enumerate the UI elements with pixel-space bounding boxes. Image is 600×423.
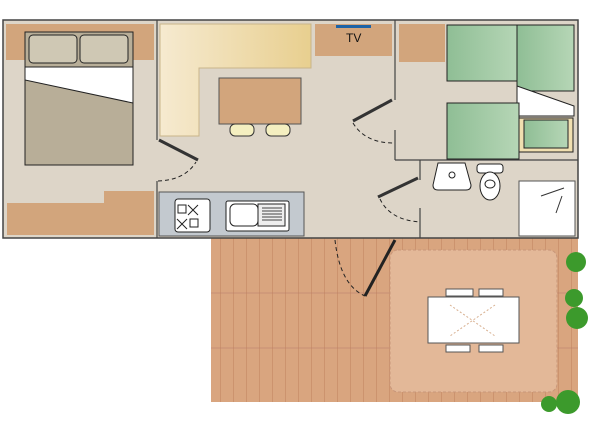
- terrace-door[interactable]: [363, 239, 397, 297]
- sink-icon: [225, 200, 290, 232]
- shower: [518, 180, 576, 237]
- single-bed: [516, 24, 575, 92]
- tv-icon: [336, 25, 371, 28]
- tv-label: TV: [346, 31, 361, 45]
- terrace: [211, 238, 588, 414]
- single-bed: [446, 24, 520, 82]
- bathroom: [377, 162, 576, 237]
- living-room: TV: [157, 23, 395, 182]
- bathroom-door[interactable]: [377, 176, 419, 199]
- stove-icon: [174, 198, 211, 233]
- kids-room-door[interactable]: [352, 98, 393, 123]
- single-bed: [446, 102, 520, 160]
- double-bed: [24, 31, 134, 166]
- dining-table: [218, 77, 302, 125]
- toilet-icon: [476, 163, 504, 201]
- interior-walls: [156, 20, 578, 238]
- corner-sofa: [159, 23, 312, 137]
- kids-bedroom: [399, 24, 575, 160]
- bedroom-door[interactable]: [158, 138, 199, 162]
- chair: [229, 123, 255, 137]
- chair: [265, 123, 291, 137]
- kitchen-counter: [158, 191, 305, 237]
- outdoor-table: [427, 288, 520, 353]
- plant-icon: [541, 252, 588, 414]
- master-bedroom: [6, 24, 154, 235]
